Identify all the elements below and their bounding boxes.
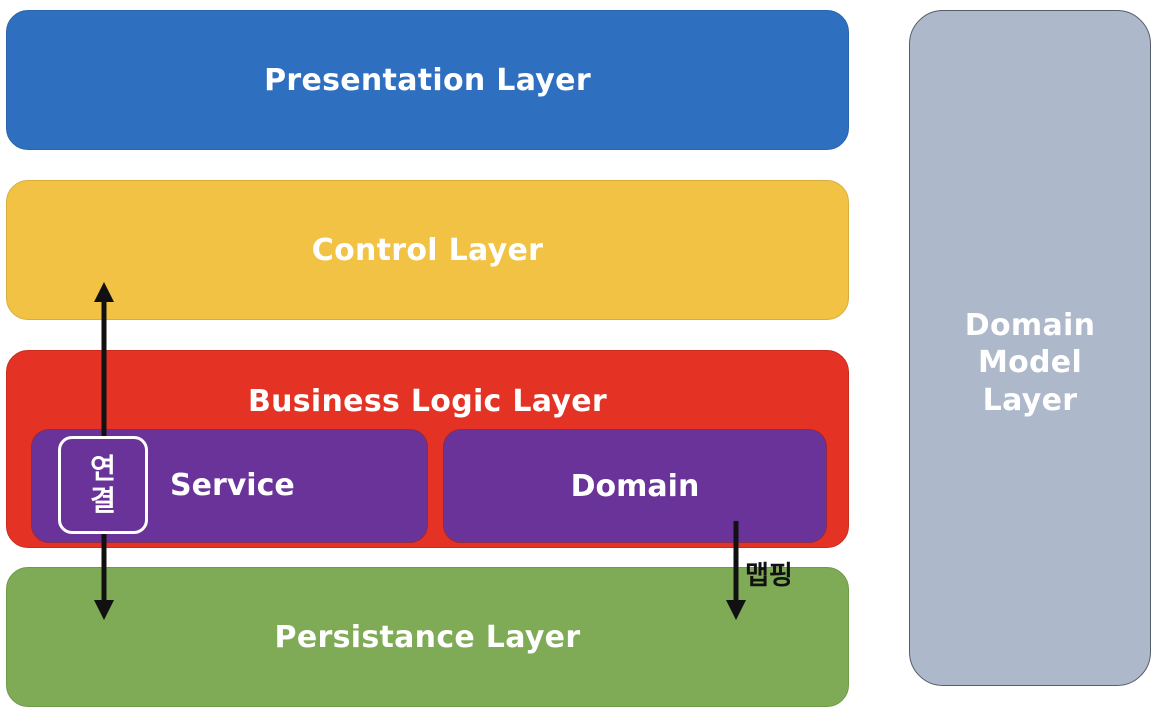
service-label: Service: [170, 468, 295, 503]
presentation-layer-label: Presentation Layer: [264, 62, 591, 98]
domain-model-label-line-2: Model: [977, 345, 1083, 381]
presentation-layer: Presentation Layer: [6, 10, 849, 150]
domain-model-label-line-3: Layer: [982, 382, 1078, 418]
domain-model-label-line-1: Domain: [964, 307, 1096, 343]
domain-model-layer: Domain Model Layer: [909, 10, 1151, 686]
business-logic-layer-label: Business Logic Layer: [247, 384, 608, 419]
persistence-layer: Persistance Layer: [6, 567, 849, 707]
domain-box: Domain: [443, 429, 827, 543]
domain-label: Domain: [570, 468, 700, 504]
control-layer-label: Control Layer: [311, 232, 544, 268]
persistence-layer-label: Persistance Layer: [274, 619, 581, 655]
mapping-label: 맵핑: [745, 561, 793, 591]
connect-badge: 연 결: [58, 436, 148, 534]
control-layer: Control Layer: [6, 180, 849, 320]
connect-char-2: 결: [90, 484, 116, 517]
connect-char-1: 연: [90, 451, 116, 485]
